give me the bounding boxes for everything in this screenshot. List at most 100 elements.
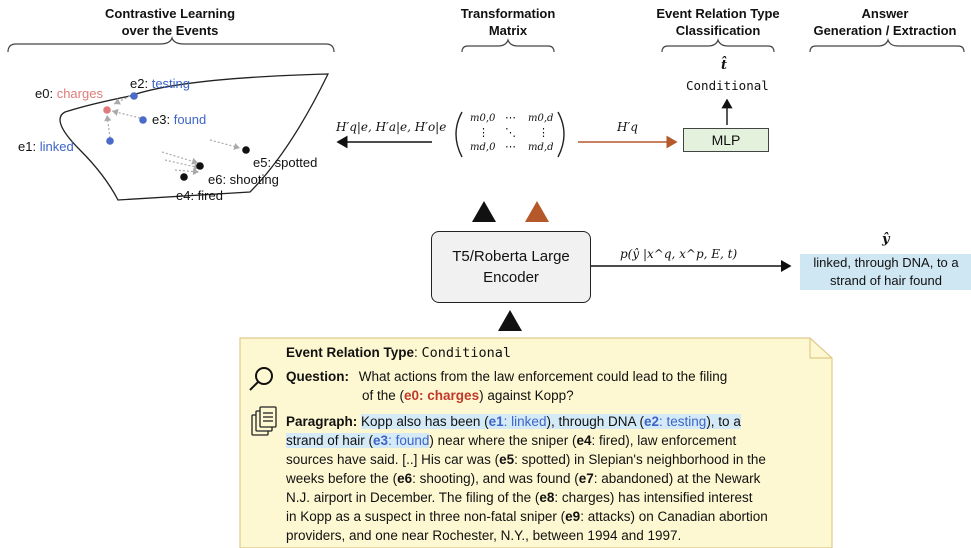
para-text: ), to a	[706, 414, 741, 429]
para-text: N.J. airport in December. The filing of …	[286, 490, 540, 505]
header-transform-line2: Matrix	[488, 23, 528, 38]
matrix-hdots-top: ⋯	[505, 112, 516, 124]
header-answer-line1: Answer	[861, 6, 909, 21]
classification-result: Conditional	[686, 78, 769, 93]
matrix-hdots-bottom: ⋯	[505, 141, 516, 153]
event-dot-e0	[103, 106, 111, 114]
header-classification: Event Relation Type Classification	[648, 5, 788, 39]
matrix-m0d: m0,d	[528, 113, 554, 124]
encoder-line1: T5/Roberta Large	[452, 248, 570, 265]
para-event-e3: e3	[373, 433, 389, 448]
note-fold	[809, 338, 832, 359]
para-event-word: : found	[388, 433, 430, 448]
question-event-e0: e0: charges	[404, 388, 480, 403]
event-dot-e5	[242, 146, 250, 154]
mlp-label: MLP	[711, 132, 741, 148]
y-hat-symbol: ŷ	[882, 232, 890, 247]
event-label-e1: e1: linked	[18, 139, 74, 154]
contrastive-input-label: H′q|e, H′a|e, H′o|e	[336, 120, 447, 134]
event-dot-e3	[139, 116, 147, 124]
paragraph-line-2: strand of hair (e3: found) near where th…	[286, 431, 736, 450]
encoder-line2: Encoder	[483, 269, 539, 286]
paragraph-line-7: providers, and one near Rochester, N.Y.,…	[286, 528, 682, 543]
matrix-vdots-right: ⋮	[538, 127, 549, 139]
event-label-e5: e5: spotted	[253, 155, 318, 170]
para-text: ), through DNA (	[546, 414, 644, 429]
event-word: linked	[39, 139, 74, 154]
paragraph-line-1: Paragraph: Kopp also has been (e1: linke…	[286, 412, 741, 431]
event-dot-e2	[130, 92, 138, 100]
event-label-e3: e3: found	[152, 112, 206, 127]
header-transform-line1: Transformation	[460, 6, 556, 21]
para-event-e6: e6	[397, 471, 413, 486]
matrix-right-paren	[557, 111, 565, 158]
event-label-e2: e2: testing	[130, 76, 190, 91]
header-contrastive-line2: over the Events	[121, 23, 219, 38]
event-id: e0:	[35, 86, 54, 101]
relation-type-line: Event Relation Type: Conditional	[286, 345, 511, 361]
brace-classification	[661, 38, 775, 53]
para-event-word: : linked	[503, 414, 547, 429]
event-dot-e6	[196, 162, 204, 170]
question-text-1: What actions from the law enforcement co…	[358, 369, 728, 384]
para-text: : abandoned) at the Newark	[593, 471, 761, 486]
para-text: sources have said. [..] His car was (	[286, 452, 500, 467]
event-word: charges	[56, 86, 103, 101]
brace-contrastive	[7, 36, 335, 53]
event-word: found	[173, 112, 207, 127]
para-text: weeks before the (	[286, 471, 398, 486]
event-label-e0: e0: charges	[35, 86, 103, 101]
matrix-md0: md,0	[470, 142, 496, 153]
header-contrastive: Contrastive Learning over the Events	[70, 5, 270, 39]
para-event-e9: e9	[565, 509, 581, 524]
question-line-2: of the (e0: charges) against Kopp?	[362, 386, 574, 405]
t-hat-symbol: t̂	[721, 58, 728, 73]
matrix-m00: m0,0	[470, 113, 496, 124]
matrix-left-paren	[455, 111, 463, 158]
relation-type-label: Event Relation Type	[286, 345, 415, 360]
input-note-shape	[239, 337, 833, 548]
matrix-mdd: md,d	[528, 142, 554, 153]
paragraph-line-6: in Kopp as a suspect in three non-fatal …	[286, 507, 768, 526]
documents-icon	[251, 406, 277, 436]
question-label: Question:	[286, 369, 349, 384]
event-label-e6: e6: shooting	[208, 172, 279, 187]
answer-line1: linked, through DNA, to a	[813, 255, 959, 270]
event-dot-e1	[106, 137, 114, 145]
para-text: Kopp also has been (	[361, 414, 489, 429]
para-event-e1: e1	[488, 414, 504, 429]
paragraph-line-3: sources have said. [..] His car was (e5:…	[286, 450, 766, 469]
paragraph-line-4: weeks before the (e6: shooting), and was…	[286, 469, 760, 488]
para-text: : shooting), and was found (	[412, 471, 579, 486]
question-line-1: Question: What actions from the law enfo…	[286, 367, 727, 386]
event-id: e3:	[152, 112, 171, 127]
para-event-e7: e7	[578, 471, 594, 486]
paragraph-line-5: N.J. airport in December. The filing of …	[286, 488, 753, 507]
answer-text: linked, through DNA, to a strand of hair…	[800, 254, 971, 290]
paragraph-label: Paragraph:	[286, 414, 358, 429]
para-text: strand of hair (	[286, 433, 374, 448]
event-label-e4: e4: fired	[176, 188, 223, 203]
header-answer-line2: Generation / Extraction	[813, 23, 957, 38]
para-event-e4: e4	[576, 433, 592, 448]
event-word: testing	[151, 76, 191, 91]
mlp-box: MLP	[683, 128, 769, 152]
relation-type-value: Conditional	[421, 345, 511, 361]
matrix-ddots: ⋱	[505, 127, 516, 139]
header-answer: Answer Generation / Extraction	[800, 5, 970, 39]
para-text: : attacks) on Canadian abortion	[580, 509, 768, 524]
output-probability-formula: p(ŷ |x^q, x^p, E, t)	[620, 247, 738, 261]
para-text: in Kopp as a suspect in three non-fatal …	[286, 509, 566, 524]
para-event-e2: e2	[644, 414, 660, 429]
para-event-word: : testing	[659, 414, 707, 429]
para-text: : charges) has intensified interest	[554, 490, 753, 505]
question-text-pre: of the (	[362, 388, 405, 403]
header-classification-line2: Classification	[675, 23, 761, 38]
para-text: : fired), law enforcement	[591, 433, 737, 448]
mlp-input-label: H′q	[617, 120, 638, 134]
event-dot-e4	[180, 173, 188, 181]
brace-transform	[461, 38, 555, 53]
magnifier-icon	[249, 367, 273, 391]
brace-answer	[809, 38, 965, 53]
